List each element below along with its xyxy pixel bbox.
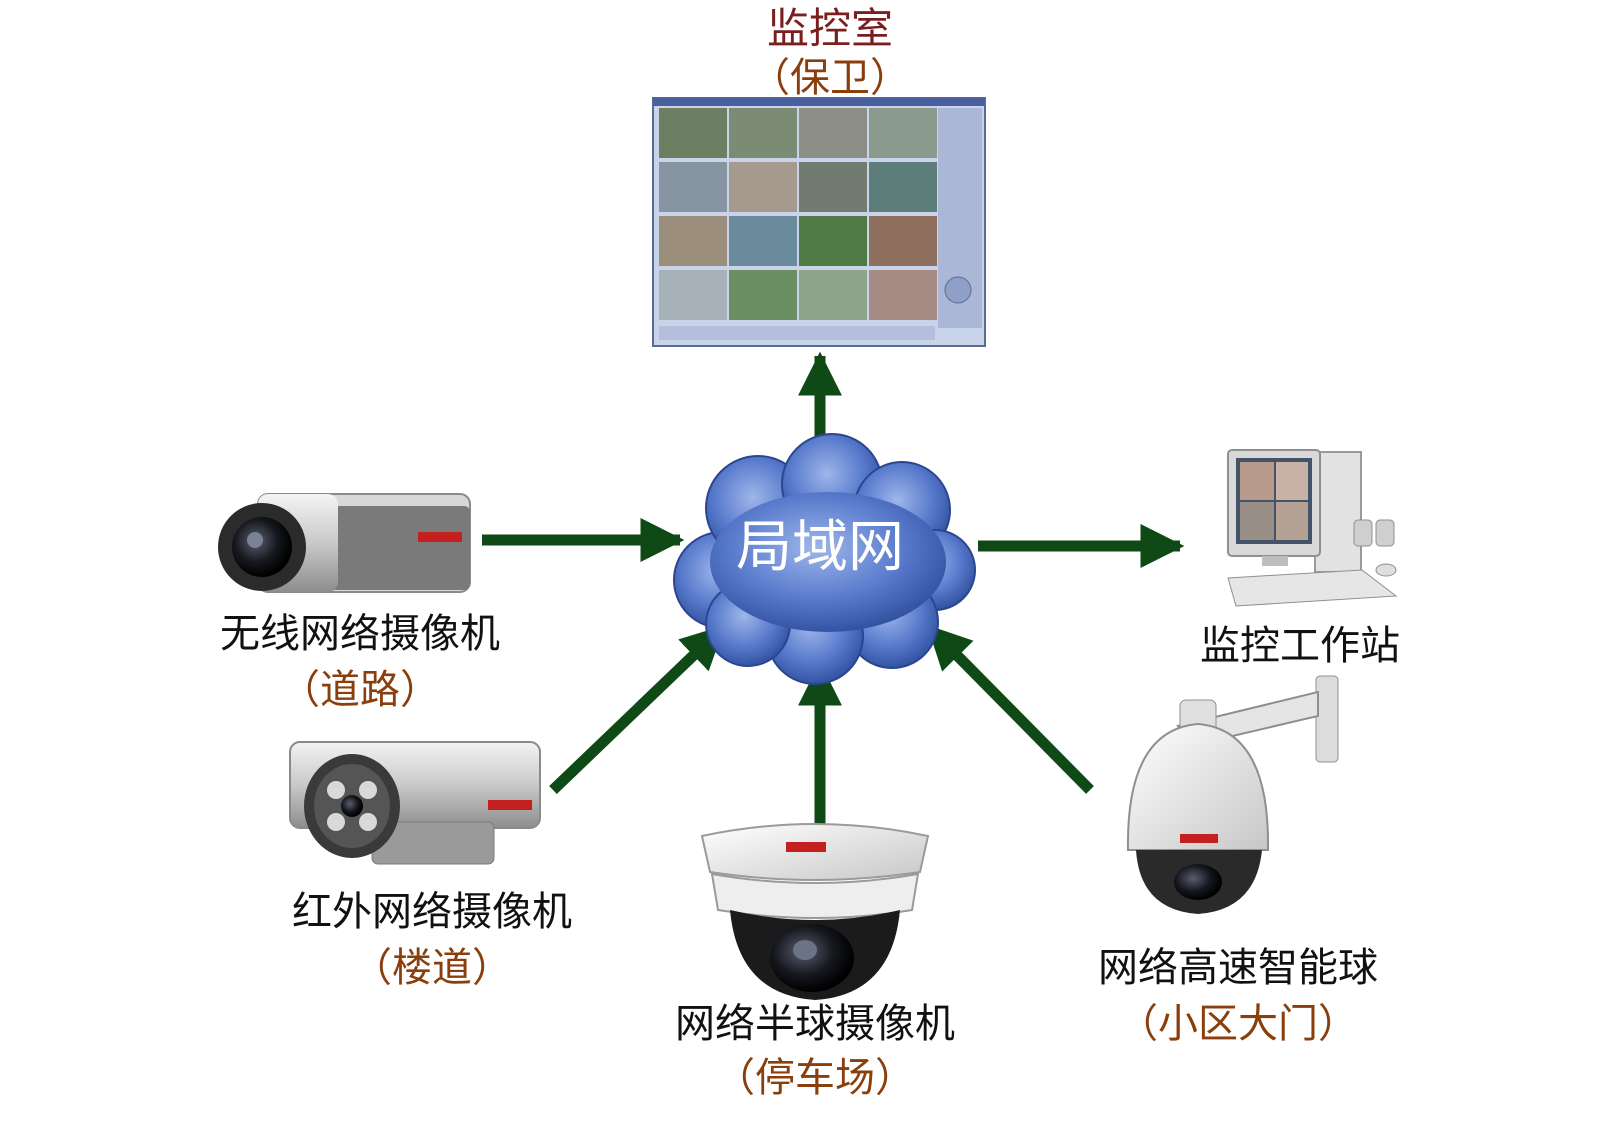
box-camera-icon <box>218 493 471 593</box>
speed-dome-subtitle: （小区大门） <box>1118 1001 1358 1047</box>
monitor-screen-icon <box>652 97 986 347</box>
workstation-label: 监控工作站 <box>1160 622 1440 670</box>
dome-camera-title: 网络半球摄像机 <box>675 1001 955 1047</box>
control-room-label: 监控室 （保卫） <box>700 4 960 102</box>
lan-label-text: 局域网 <box>736 515 904 580</box>
dome-camera-icon <box>700 823 930 1000</box>
ptz-speed-dome-icon <box>1126 675 1339 914</box>
dome-camera-subtitle: （停车场） <box>715 1055 915 1101</box>
infrared-camera-title: 红外网络摄像机 <box>292 889 572 935</box>
arrow-infrared-to-lan <box>549 624 726 794</box>
bullet-camera-icon <box>289 741 541 865</box>
wireless-camera-subtitle: （道路） <box>280 667 440 713</box>
workstation-title: 监控工作站 <box>1200 623 1400 669</box>
arrow-speeddome-to-lan <box>926 624 1094 794</box>
speed-dome-label: 网络高速智能球 （小区大门） <box>1068 944 1408 1048</box>
infrared-camera-subtitle: （楼道） <box>352 945 512 991</box>
dome-camera-label: 网络半球摄像机 （停车场） <box>645 1000 985 1102</box>
wireless-camera-title: 无线网络摄像机 <box>220 611 500 657</box>
control-room-title: 监控室 <box>766 4 893 53</box>
control-room-subtitle: （保卫） <box>750 55 910 101</box>
lan-label: 局域网 <box>720 516 920 580</box>
infrared-camera-label: 红外网络摄像机 （楼道） <box>262 888 602 992</box>
speed-dome-title: 网络高速智能球 <box>1098 945 1378 991</box>
desktop-computer-icon <box>1227 449 1398 607</box>
cloud-icon <box>673 433 976 685</box>
arrows <box>482 351 1185 825</box>
wireless-camera-label: 无线网络摄像机 （道路） <box>190 610 530 714</box>
